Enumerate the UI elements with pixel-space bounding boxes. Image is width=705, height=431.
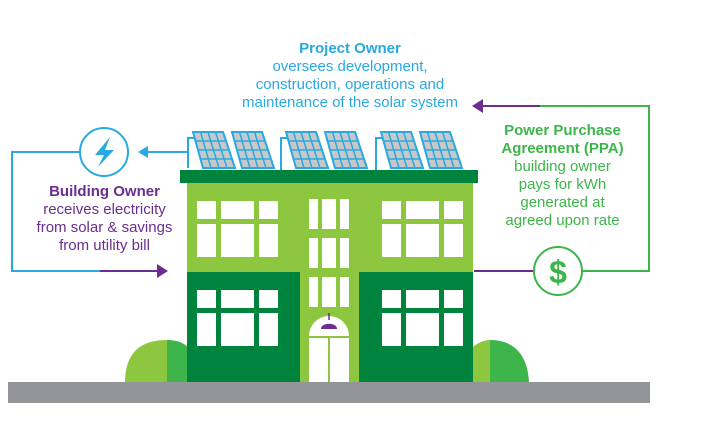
building-owner-desc-line: receives electricity [43,201,166,218]
bush-left [125,340,190,383]
lightning-bolt-icon [79,127,129,177]
bush-right [470,340,529,383]
ppa-label: Power Purchase Agreement (PPA) building … [480,122,645,230]
building-owner-title: Building Owner [49,183,160,200]
project-owner-desc-line: maintenance of the solar system [242,94,458,111]
payment-flow-line [472,99,650,272]
ppa-desc-line: generated at [520,194,605,211]
svg-text:$: $ [549,254,567,290]
building [180,170,478,383]
project-owner-label: Project Owner oversees development, cons… [200,40,500,112]
ppa-desc-line: pays for kWh [518,176,607,193]
solar-panels [192,131,463,169]
building-owner-desc-line: from utility bill [59,237,150,254]
project-owner-title: Project Owner [299,40,401,57]
ppa-desc-line: agreed upon rate [505,212,620,229]
project-owner-desc-line: construction, operations and [255,76,445,93]
ppa-desc-line: building owner [514,158,611,175]
project-owner-desc-line: oversees development, [272,58,428,75]
building-owner-desc-line: from solar & savings [36,219,173,236]
ppa-title-line: Agreement (PPA) [501,140,624,157]
building-owner-label: Building Owner receives electricity from… [12,183,197,255]
dollar-sign-icon: $ [533,246,583,296]
lamp-icon [321,323,337,329]
ppa-title-line: Power Purchase [504,122,621,139]
ground [8,382,650,403]
